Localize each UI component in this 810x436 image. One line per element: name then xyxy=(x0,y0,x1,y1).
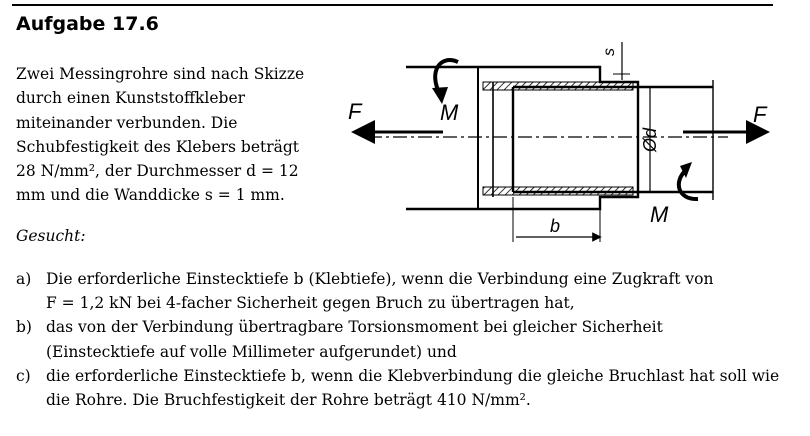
intro-line: durch einen Kunststoffkleber xyxy=(16,89,246,108)
task-label: b) xyxy=(16,318,32,337)
task-line: Die erforderliche Einstecktiefe b (Klebt… xyxy=(46,270,714,288)
intro-line: mm und die Wanddicke s = 1 mm. xyxy=(16,186,285,205)
moment-arrow-left-head xyxy=(432,87,448,104)
depth-label: b xyxy=(550,216,560,236)
task-line: die Rohre. Die Bruchfestigkeit der Rohre… xyxy=(46,391,531,410)
task-list: a) Die erforderliche Einstecktiefe b (Kl… xyxy=(16,267,779,412)
top-rule xyxy=(12,4,773,6)
left-pipe-outline xyxy=(406,65,640,211)
intro-line: 28 N/mm², der Durchmesser d = 12 xyxy=(16,162,299,181)
moment-arrow-right-head xyxy=(680,162,692,178)
intro-line: miteinander verbunden. Die xyxy=(16,113,238,132)
exercise-title: Aufgabe 17.6 xyxy=(16,13,159,35)
intro-text: Zwei Messingrohre sind nach Skizze durch… xyxy=(16,62,316,208)
moment-label-right: M xyxy=(650,202,669,227)
diameter-label: Ød xyxy=(640,127,660,153)
pipe-joint-sketch: F F M M s Ød b xyxy=(348,42,770,242)
wall-thickness-label: s xyxy=(601,48,618,56)
moment-label-left: M xyxy=(440,100,459,125)
task-b: b) das von der Verbindung übertragbare T… xyxy=(16,315,779,363)
gesucht-label: Gesucht: xyxy=(16,227,86,245)
task-line: das von der Verbindung übertragbare Tors… xyxy=(46,318,663,337)
moment-arrow-right xyxy=(676,168,699,202)
task-line: (Einstecktiefe auf volle Millimeter aufg… xyxy=(46,342,457,361)
task-label: a) xyxy=(16,270,32,288)
force-label-right: F xyxy=(753,102,768,127)
intro-line: Schubfestigkeit des Klebers beträgt xyxy=(16,137,300,156)
task-c: c) die erforderliche Einstecktiefe b, we… xyxy=(16,364,779,412)
task-label: c) xyxy=(16,366,31,385)
adhesive-layer-bottom xyxy=(482,186,634,196)
task-line: F = 1,2 kN bei 4-facher Sicherheit gegen… xyxy=(46,294,575,313)
task-a: a) Die erforderliche Einstecktiefe b (Kl… xyxy=(16,267,779,315)
task-line: die erforderliche Einstecktiefe b, wenn … xyxy=(46,366,780,385)
intro-line: Zwei Messingrohre sind nach Skizze xyxy=(16,65,305,83)
force-label-left: F xyxy=(348,99,363,124)
adhesive-layer-top xyxy=(482,81,634,91)
